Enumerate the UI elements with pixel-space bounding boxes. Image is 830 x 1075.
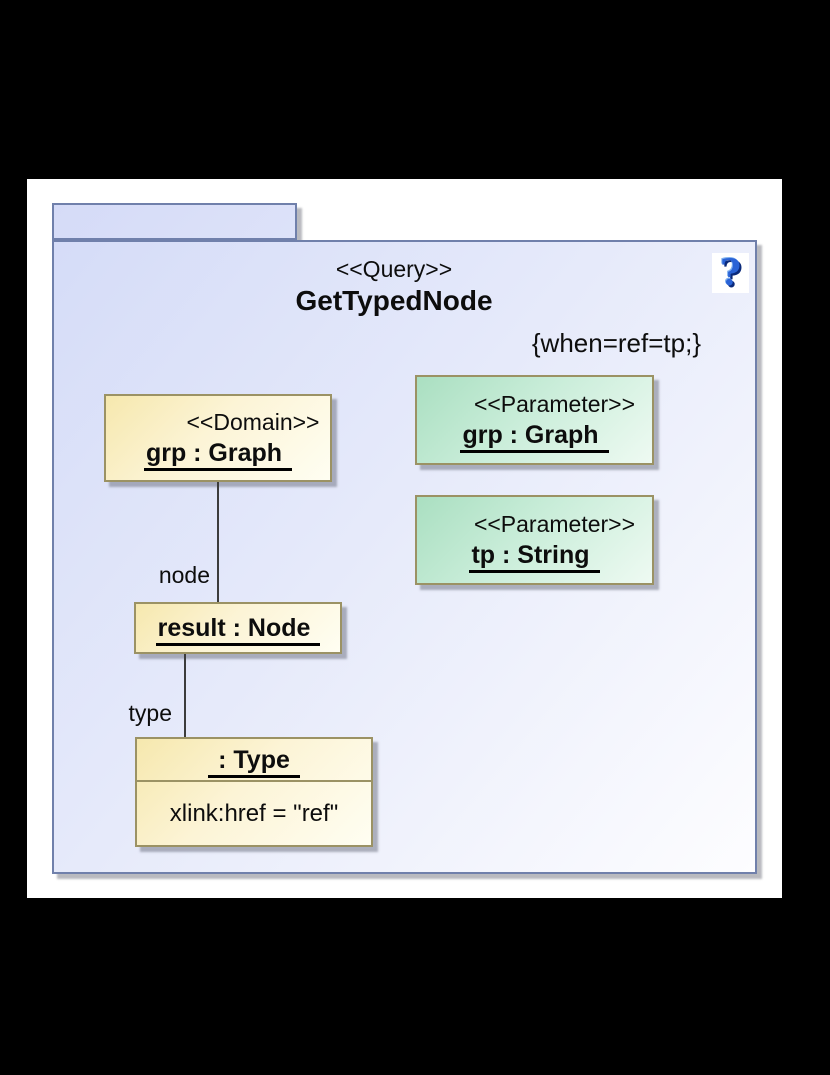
help-question-icon[interactable]: ? (712, 253, 749, 293)
node-parameter-tp-string[interactable]: <<Parameter>> tp : String (415, 495, 654, 585)
node-parameter-grp-graph[interactable]: <<Parameter>> grp : Graph (415, 375, 654, 465)
constraint-label: {when=ref=tp;} (531, 328, 701, 358)
node-type[interactable]: : Type xlink:href = "ref" (135, 737, 373, 847)
question-mark-glyph: ? (719, 252, 742, 294)
parameter-grp-stereotype: <<Parameter>> (473, 390, 636, 417)
package-title: GetTypedNode (295, 285, 493, 316)
parameter-tp-name: tp : String (469, 539, 600, 573)
type-name-compartment: : Type (137, 739, 371, 782)
edge-domain-to-result (217, 482, 219, 602)
diagram-page: <<Query>> GetTypedNode ? {when=ref=tp;} … (27, 179, 782, 898)
domain-name: grp : Graph (143, 437, 293, 471)
query-package-body: <<Query>> GetTypedNode ? {when=ref=tp;} … (52, 240, 757, 874)
package-stereotype: <<Query>> (335, 256, 453, 282)
edge-label-node: node (158, 562, 210, 588)
node-domain-grp-graph[interactable]: <<Domain>> grp : Graph (104, 394, 332, 482)
package-title-block: <<Query>> GetTypedNode (54, 254, 734, 318)
edge-label-type: type (128, 700, 172, 726)
result-name: result : Node (155, 612, 321, 646)
parameter-tp-stereotype: <<Parameter>> (473, 510, 636, 537)
package-folder-tab (52, 203, 297, 240)
domain-stereotype: <<Domain>> (186, 408, 320, 435)
type-attribute-compartment: xlink:href = "ref" (137, 782, 371, 845)
node-result-node[interactable]: result : Node (134, 602, 342, 654)
parameter-grp-name: grp : Graph (460, 419, 609, 453)
type-attribute: xlink:href = "ref" (169, 799, 339, 827)
type-name: : Type (208, 744, 300, 778)
edge-result-to-type (184, 654, 186, 737)
